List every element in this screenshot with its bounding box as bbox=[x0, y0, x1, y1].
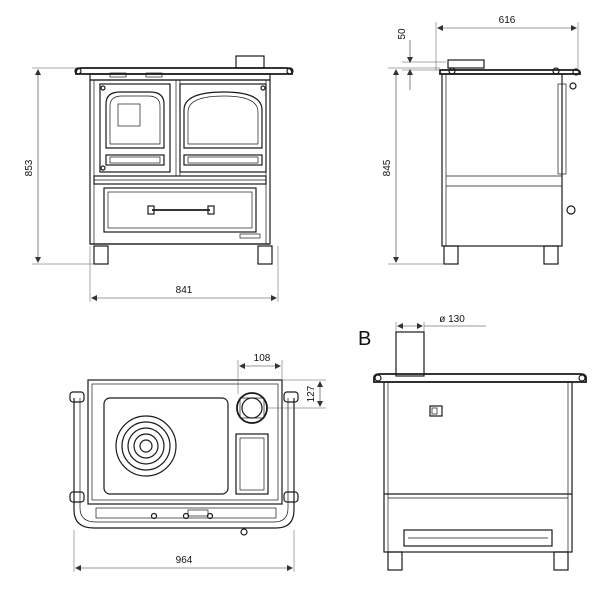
top-reservoir bbox=[235, 433, 269, 495]
front-width-dimension: 841 bbox=[176, 285, 193, 296]
rear-vent-plate bbox=[429, 405, 443, 417]
top-handle-rail bbox=[73, 398, 295, 529]
side-height-dimension: 845 bbox=[382, 159, 393, 176]
front-firebox-window bbox=[105, 91, 165, 149]
side-depth-dimension: 616 bbox=[499, 15, 516, 26]
rear-foot-left bbox=[387, 551, 403, 571]
side-flue-stub bbox=[447, 59, 485, 69]
top-view: 108 127 964 bbox=[69, 353, 326, 572]
top-hob-rings bbox=[115, 415, 177, 477]
top-cooking-plate bbox=[103, 397, 229, 495]
top-body bbox=[87, 379, 283, 505]
front-flue-stub bbox=[235, 55, 265, 69]
side-foot-rear bbox=[443, 245, 459, 265]
side-view: 50 845 616 bbox=[382, 15, 581, 265]
rear-body bbox=[383, 381, 573, 553]
front-height-dimension: 853 bbox=[24, 159, 35, 176]
front-oven-window bbox=[183, 91, 263, 149]
side-body bbox=[441, 73, 563, 247]
front-foot-left bbox=[93, 245, 109, 265]
top-flue-outlet bbox=[236, 392, 268, 424]
rear-flue-pipe bbox=[395, 331, 425, 377]
top-width-dimension: 964 bbox=[176, 555, 193, 566]
rear-foot-right bbox=[553, 551, 569, 571]
side-foot-front bbox=[543, 245, 559, 265]
front-drawer bbox=[103, 187, 257, 233]
front-oven-door bbox=[179, 83, 267, 173]
rear-top-rail bbox=[373, 373, 587, 383]
front-firebox-door bbox=[99, 83, 171, 173]
front-view: 853 841 bbox=[24, 55, 294, 302]
rear-view: B ø 130 bbox=[358, 314, 587, 571]
front-oven-handle-slot bbox=[183, 154, 263, 166]
top-flue-y-dimension: 127 bbox=[306, 385, 317, 402]
front-ash-slot-left bbox=[105, 154, 165, 166]
front-foot-right bbox=[257, 245, 273, 265]
side-top-offset-dimension: 50 bbox=[397, 28, 408, 40]
rear-drawer bbox=[403, 529, 553, 547]
side-knob bbox=[566, 205, 576, 215]
rear-view-letter: B bbox=[358, 328, 371, 350]
top-flue-x-dimension: 108 bbox=[254, 353, 271, 364]
front-top-rail bbox=[75, 67, 293, 75]
rear-flue-diameter-dimension: ø 130 bbox=[439, 314, 465, 325]
